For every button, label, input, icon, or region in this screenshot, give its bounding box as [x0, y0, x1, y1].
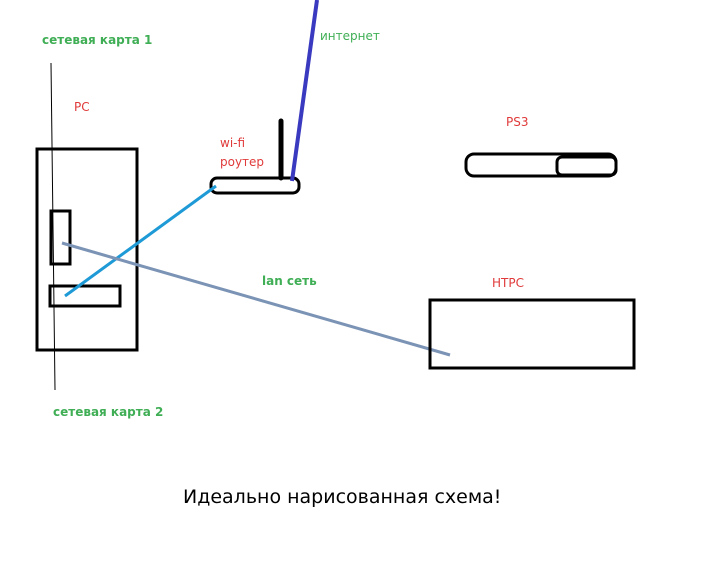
pc-label: PC — [74, 100, 90, 114]
ps3-label: PS3 — [506, 115, 529, 129]
internet-label: интернет — [320, 29, 380, 43]
wifi-link — [64, 184, 217, 298]
lan-label: lan сеть — [262, 274, 317, 288]
caption: Идеально нарисованная схема! — [183, 486, 502, 508]
nic1-label: сетевая карта 1 — [42, 33, 153, 47]
internet-cable — [290, 0, 319, 182]
htpc-label: HTPC — [492, 276, 524, 290]
router-label-2: роутер — [220, 155, 265, 169]
nic2-label: сетевая карта 2 — [53, 405, 164, 419]
router-label-1: wi-fi — [220, 136, 246, 150]
router-box — [209, 176, 301, 195]
nic1-box — [49, 209, 72, 266]
nic-axis-line — [50, 62, 56, 391]
nic2-box — [48, 284, 122, 308]
lan-cable — [61, 241, 451, 357]
htpc-box — [428, 298, 636, 370]
ps3-slot — [555, 155, 618, 177]
pc-box — [35, 147, 139, 352]
